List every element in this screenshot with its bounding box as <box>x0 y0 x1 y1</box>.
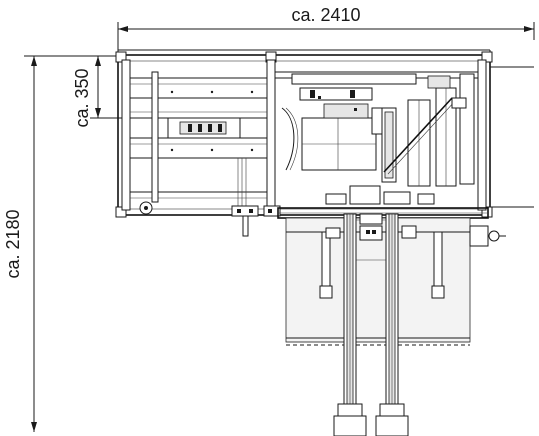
left-conveyor-section <box>130 71 281 237</box>
machine-frame <box>115 49 534 218</box>
dimension-height-label: ca. 2180 <box>3 209 23 278</box>
column-left <box>333 213 367 436</box>
dimension-width-label: ca. 2410 <box>291 5 360 25</box>
center-mechanism <box>275 71 478 205</box>
dimension-height: ca. 2180 <box>3 55 118 432</box>
column-bracing <box>356 213 386 261</box>
lower-platform <box>277 207 506 346</box>
column-right <box>375 213 409 436</box>
dimension-offset-label: ca. 350 <box>72 68 92 127</box>
dimension-width: ca. 2410 <box>117 5 535 56</box>
